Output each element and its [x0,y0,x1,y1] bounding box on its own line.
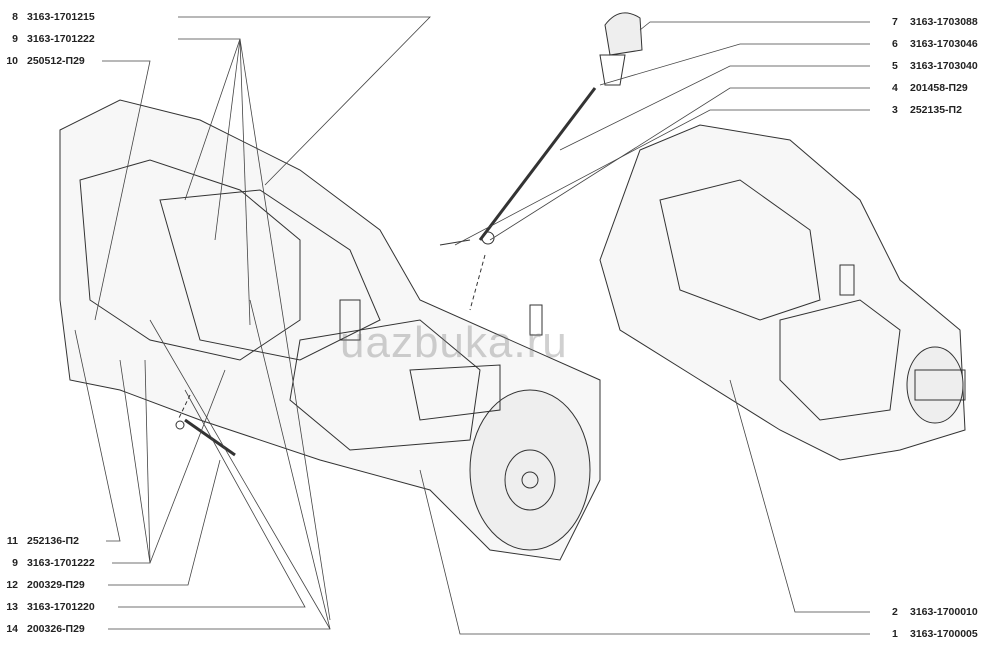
gearbox-assembly-right [599,124,966,461]
gearbox-assembly-left [59,99,601,561]
gear-lever-assembly [177,12,643,421]
leader-lines [74,16,870,635]
watermark: uazbuka.ru [340,318,568,367]
